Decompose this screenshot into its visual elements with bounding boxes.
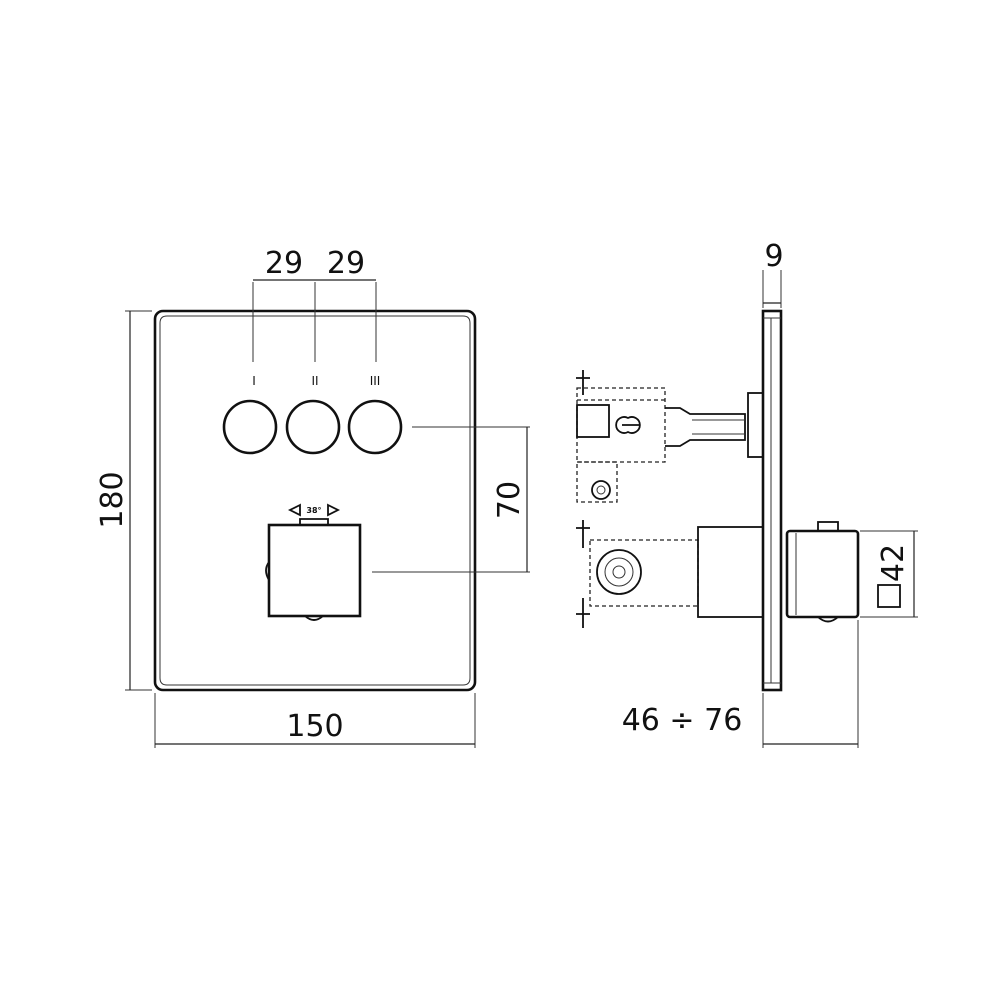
diverter-left-bracket xyxy=(576,370,590,395)
side-knob xyxy=(785,529,860,619)
diverter-left-block xyxy=(576,404,610,438)
upper-outlet-hidden xyxy=(576,461,618,503)
dim-vertical-offset: 70 xyxy=(492,481,527,519)
side-knob-bottom-bump xyxy=(817,616,839,623)
button-label-3: III xyxy=(370,374,381,388)
dim-button-spacing-right: 29 xyxy=(327,246,365,281)
thermostat-inlet-outer xyxy=(596,549,642,595)
side-knob-top-tab xyxy=(817,521,839,532)
diverter-stem xyxy=(665,407,746,447)
rotation-right-arrow-icon xyxy=(327,503,341,517)
side-view: 9 42 xyxy=(576,239,918,748)
side-plate xyxy=(761,309,783,692)
button-label-2: II xyxy=(311,374,318,388)
dim-depth-range: 46 ÷ 76 xyxy=(622,703,743,738)
thermostat-knob xyxy=(267,523,362,618)
thermostat-inlet-inner xyxy=(612,565,626,579)
button-label-1: I xyxy=(252,374,256,388)
thermostat-cartridge xyxy=(697,526,764,618)
knob-top-tab xyxy=(299,518,329,525)
upper-outlet-circle xyxy=(591,480,611,500)
thermostat-body-hidden xyxy=(589,539,699,607)
dim-plate-thickness: 9 xyxy=(764,239,783,274)
button-2 xyxy=(285,399,341,455)
rotation-left-arrow-icon xyxy=(287,503,301,517)
dim-knob-square: 42 xyxy=(876,544,911,582)
diverter-plate-collar xyxy=(747,392,764,458)
diverter-slot-icon xyxy=(615,416,641,434)
front-plate-bevel xyxy=(159,315,471,686)
thermostat-inlet-mid xyxy=(604,557,634,587)
thermostat-left-bracket xyxy=(576,520,590,628)
front-view: I II III 29 29 38° 180 150 xyxy=(95,246,530,748)
button-1 xyxy=(222,399,278,455)
diverter-body-hidden xyxy=(576,387,666,463)
dim-button-spacing-left: 29 xyxy=(265,246,303,281)
upper-outlet-inner xyxy=(596,485,606,495)
knob-left-bump xyxy=(265,561,270,581)
knob-bottom-bump xyxy=(304,615,324,621)
dim-height: 180 xyxy=(95,471,130,528)
front-plate-outline xyxy=(153,309,477,692)
button-3 xyxy=(347,399,403,455)
square-symbol-icon xyxy=(877,584,901,608)
rotation-label: 38° xyxy=(306,506,321,515)
dim-width: 150 xyxy=(286,709,343,744)
